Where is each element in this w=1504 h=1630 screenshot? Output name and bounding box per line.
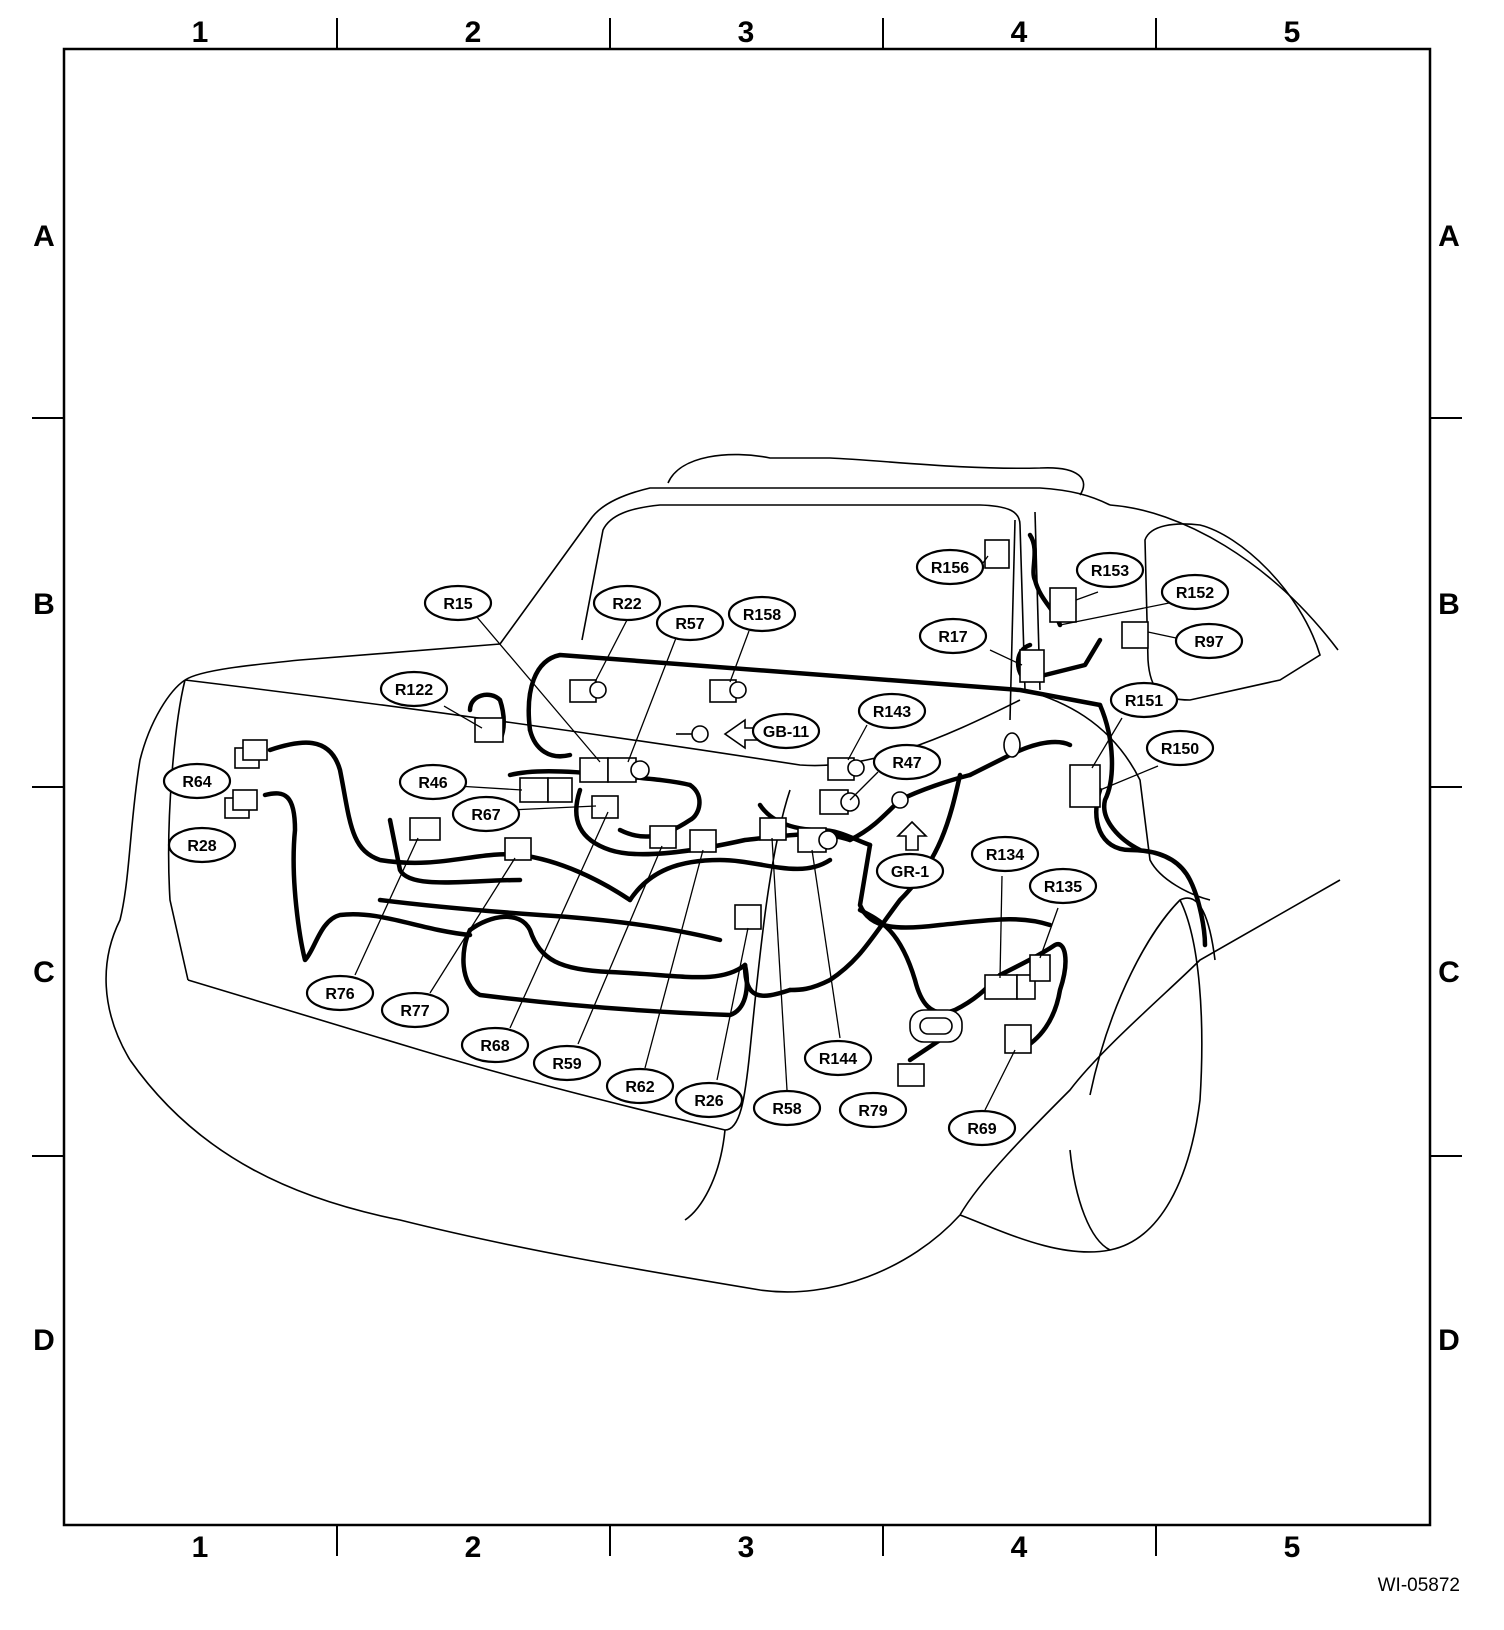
callout-R26: R26 — [674, 1081, 744, 1119]
callout-label-R62: R62 — [625, 1079, 654, 1096]
row-label-right-C: C — [1438, 956, 1460, 989]
leader-lines — [354, 555, 1177, 1111]
callout-label-R97: R97 — [1194, 634, 1223, 651]
callout-label-R17: R17 — [938, 629, 967, 646]
callout-R151: R151 — [1109, 681, 1179, 719]
col-label-top-5: 5 — [1284, 16, 1301, 49]
col-label-top-2: 2 — [465, 16, 482, 49]
callout-label-R158: R158 — [743, 607, 781, 624]
callout-R46: R46 — [398, 763, 468, 801]
col-label-top-1: 1 — [192, 16, 209, 49]
callout-label-R156: R156 — [931, 560, 969, 577]
callout-label-R67: R67 — [471, 807, 500, 824]
col-label-bottom-2: 2 — [465, 1531, 482, 1564]
callout-R156: R156 — [915, 548, 985, 586]
callout-R144: R144 — [803, 1039, 873, 1077]
callout-label-R68: R68 — [480, 1038, 509, 1055]
row-label-left-D: D — [33, 1324, 55, 1357]
callout-label-R22: R22 — [612, 596, 641, 613]
callout-R58: R58 — [752, 1089, 822, 1127]
callout-R67: R67 — [451, 795, 521, 833]
column-ticks — [336, 18, 1157, 1556]
row-label-left-C: C — [33, 956, 55, 989]
diagram-frame — [62, 47, 1432, 1527]
callout-label-R135: R135 — [1044, 879, 1082, 896]
callout-label-R143: R143 — [873, 704, 911, 721]
callout-R134: R134 — [970, 835, 1040, 873]
callout-R22: R22 — [592, 584, 662, 622]
callout-GR-1: GR-1 — [875, 852, 945, 890]
callout-R69: R69 — [947, 1109, 1017, 1147]
callout-label-R150: R150 — [1161, 741, 1199, 758]
callout-label-GR-1: GR-1 — [891, 864, 929, 881]
callout-R64: R64 — [162, 762, 232, 800]
callout-R135: R135 — [1028, 867, 1098, 905]
callout-R77: R77 — [380, 991, 450, 1029]
callout-R79: R79 — [838, 1091, 908, 1129]
callout-label-R152: R152 — [1176, 585, 1214, 602]
callout-R150: R150 — [1145, 729, 1215, 767]
callout-label-R153: R153 — [1091, 563, 1129, 580]
row-ticks — [32, 417, 1462, 1157]
callout-R47: R47 — [872, 743, 942, 781]
callout-label-R134: R134 — [986, 847, 1024, 864]
callout-label-R46: R46 — [418, 775, 447, 792]
col-label-bottom-4: 4 — [1011, 1531, 1028, 1564]
callout-R59: R59 — [532, 1044, 602, 1082]
callout-label-R59: R59 — [552, 1056, 581, 1073]
figure-code: WI-05872 — [1378, 1575, 1460, 1596]
row-label-right-A: A — [1438, 220, 1460, 253]
col-label-top-4: 4 — [1011, 16, 1028, 49]
callout-label-R122: R122 — [395, 682, 433, 699]
connector-shapes — [224, 539, 1149, 1087]
col-label-bottom-5: 5 — [1284, 1531, 1301, 1564]
callout-R28: R28 — [167, 826, 237, 864]
row-label-left-A: A — [33, 220, 55, 253]
callout-label-R76: R76 — [325, 986, 354, 1003]
callout-label-R57: R57 — [675, 616, 704, 633]
callout-label-R69: R69 — [967, 1121, 996, 1138]
callout-R152: R152 — [1160, 573, 1230, 611]
callout-R158: R158 — [727, 595, 797, 633]
callout-label-R15: R15 — [443, 596, 472, 613]
row-label-right-D: D — [1438, 1324, 1460, 1357]
col-label-bottom-3: 3 — [738, 1531, 755, 1564]
callout-R62: R62 — [605, 1067, 675, 1105]
row-label-left-B: B — [33, 588, 55, 621]
callout-label-R47: R47 — [892, 755, 921, 772]
callout-label-R151: R151 — [1125, 693, 1163, 710]
col-label-bottom-1: 1 — [192, 1531, 209, 1564]
callout-label-R28: R28 — [187, 838, 216, 855]
gr-1-arrow-icon — [896, 820, 928, 851]
vehicle-body-outline — [105, 453, 1341, 1293]
row-label-right-B: B — [1438, 588, 1460, 621]
callout-R15: R15 — [423, 584, 493, 622]
callout-R57: R57 — [655, 604, 725, 642]
callout-label-R144: R144 — [819, 1051, 857, 1068]
callout-R68: R68 — [460, 1026, 530, 1064]
callout-R17: R17 — [918, 617, 988, 655]
callout-label-R77: R77 — [400, 1003, 429, 1020]
callout-label-GB-11: GB-11 — [763, 724, 809, 741]
callout-R122: R122 — [379, 670, 449, 708]
callout-R76: R76 — [305, 974, 375, 1012]
callout-label-R79: R79 — [858, 1103, 887, 1120]
callout-label-R64: R64 — [182, 774, 211, 791]
callout-R153: R153 — [1075, 551, 1145, 589]
col-label-top-3: 3 — [738, 16, 755, 49]
callout-R97: R97 — [1174, 622, 1244, 660]
callout-label-R26: R26 — [694, 1093, 723, 1110]
callout-label-R58: R58 — [772, 1101, 801, 1118]
callout-GB-11: GB-11 — [751, 712, 821, 750]
callout-R143: R143 — [857, 692, 927, 730]
